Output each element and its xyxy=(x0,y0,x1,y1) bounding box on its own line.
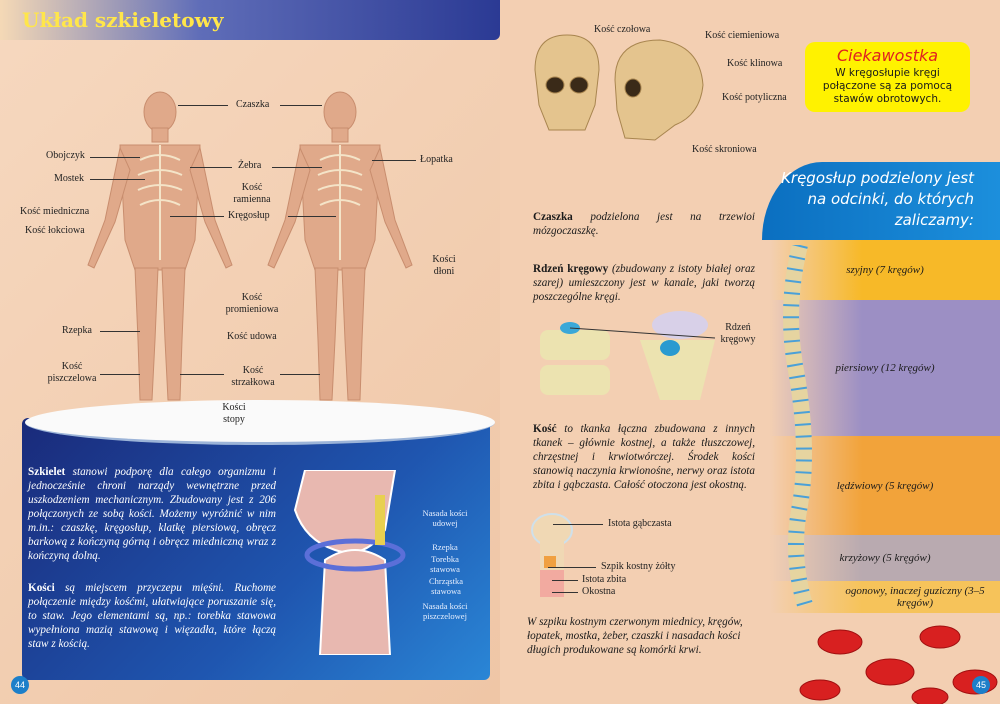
bone-label-szpik: Szpik kostny żółty xyxy=(601,561,676,572)
label-lopatka: Łopatka xyxy=(420,154,453,165)
ciekawostka-title: Ciekawostka xyxy=(836,46,939,65)
segment-krzyzowy: krzyżowy (5 kręgów) xyxy=(770,535,1000,581)
paragraph-kosc: Kość to tkanka łączna zbudowana z innych… xyxy=(533,423,755,491)
info-box xyxy=(22,418,490,680)
label-kosc-miedniczna: Kość miedniczna xyxy=(20,206,90,217)
skull-label-potyliczna: Kość potyliczna xyxy=(722,92,787,103)
vertebrae-illustration xyxy=(540,311,716,400)
blood-cells-illustration xyxy=(799,625,998,704)
long-bone-illustration xyxy=(531,513,573,597)
label-kosc-udowa: Kość udowa xyxy=(227,331,277,342)
knee-label-rzepka: Rzepka xyxy=(432,542,458,552)
page-title: Układ szkieletowy xyxy=(22,8,224,32)
ciekawostka-text: W kręgosłupie kręgi połączone są za pomo… xyxy=(822,67,953,105)
bone-label-zbita: Istota zbita xyxy=(582,574,627,585)
page-number-right: 45 xyxy=(972,676,990,694)
skull-label-ciemieniowa: Kość ciemieniowa xyxy=(705,30,780,41)
bone-label-okostna: Okostna xyxy=(582,586,616,597)
skull-label-skroniowa: Kość skroniowa xyxy=(692,144,757,155)
knee-joint-illustration xyxy=(293,470,406,655)
skull-label-klinowa: Kość klinowa xyxy=(727,58,783,69)
paragraph-kosci: Kości są miejscem przyczepu mięśni. Ruch… xyxy=(28,582,276,650)
spine-header: Kręgosłup podzielony jest na odcinki, do… xyxy=(762,162,1000,240)
label-obojczyk: Obojczyk xyxy=(46,150,85,161)
segment-szyjny: szyjny (7 kręgów) xyxy=(770,240,1000,300)
paragraph-szkielet: Szkielet stanowi podporę dla całego orga… xyxy=(28,466,276,562)
paragraph-czaszka: Czaszka podzielona jest na trzewioi mózg… xyxy=(533,211,755,237)
paragraph-rdzen: Rdzeń kręgowy (zbudowany z istoty białej… xyxy=(533,263,755,303)
skeleton-illustration xyxy=(87,91,413,401)
ciekawostka-box: Ciekawostka W kręgosłupie kręgi połączon… xyxy=(805,42,970,112)
bone-label-gabczasta: Istota gąbczasta xyxy=(608,518,672,529)
label-kregoslup: Kręgosłup xyxy=(228,210,270,221)
label-mostek: Mostek xyxy=(54,173,84,184)
skeleton-front-figure xyxy=(87,91,233,401)
skull-illustration xyxy=(534,34,704,141)
title-bar xyxy=(0,0,500,40)
label-czaszka: Czaszka xyxy=(236,99,270,110)
skull-label-czolowa: Kość czołowa xyxy=(594,24,651,35)
pedestal-top xyxy=(25,400,495,445)
label-kosc-lokciowa: Kość łokciowa xyxy=(25,225,85,236)
spine-illustration xyxy=(783,245,813,608)
label-zebra: Żebra xyxy=(238,160,262,171)
page-number-left: 44 xyxy=(11,676,29,694)
paragraph-szpik: W szpiku kostnym czerwonym miednicy, krę… xyxy=(527,616,743,656)
label-rzepka: Rzepka xyxy=(62,325,92,336)
